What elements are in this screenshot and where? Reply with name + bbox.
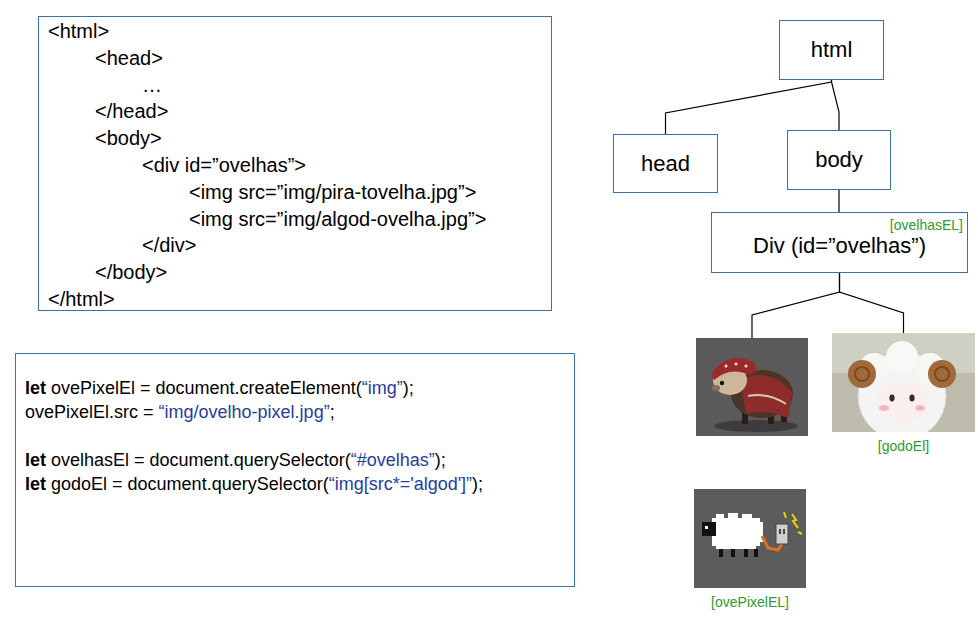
pixel-wool (728, 513, 738, 518)
code-token: “img[src*='algod']” (329, 474, 472, 494)
code-line: <img src=”img/algod-ovelha.jpg”> (189, 206, 486, 233)
element-variable-label: [ovePixelEL] (711, 594, 789, 610)
spark (784, 512, 786, 518)
cloak-trim (748, 395, 786, 404)
code-line: let ovelhasEl = document.querySelector(“… (25, 448, 446, 472)
pixel-eye (705, 526, 708, 529)
dom-tree-node: html (779, 20, 884, 80)
code-line: ovePixelEl.src = “img/ovelho-pixel.jpg”; (25, 400, 335, 424)
plush-horn (848, 360, 876, 388)
pixel-wool (742, 514, 752, 518)
code-line: </div> (142, 232, 196, 259)
code-token: godoEl = document.querySelector( (46, 474, 329, 494)
hat-dot (735, 363, 738, 366)
hat-dot (725, 365, 728, 368)
code-token: ovePixelEl.src = (25, 402, 159, 422)
pirate-hat (711, 358, 756, 380)
node-label: html (811, 37, 853, 63)
code-line: </body> (95, 259, 167, 286)
js-code-block: let ovePixelEl = document.createElement(… (15, 353, 575, 587)
node-label: head (641, 151, 690, 177)
plush-cheek (879, 405, 889, 411)
code-token: ); (435, 450, 446, 470)
html-code-block: <html><head>…</head><body><div id=”ovelh… (38, 16, 552, 311)
pixel-leg (744, 549, 748, 557)
code-line: <html> (48, 18, 109, 45)
image-node (696, 338, 808, 436)
pixel-leg (731, 549, 735, 557)
pixel-wool (716, 546, 756, 549)
image-node: [godoEl] (832, 333, 975, 432)
code-line: … (142, 72, 162, 99)
code-line: let ovePixelEl = document.createElement(… (25, 376, 414, 400)
code-token: “#ovelhas” (351, 450, 435, 470)
code-token: “img” (362, 378, 403, 398)
code-line: <body> (95, 125, 162, 152)
code-token: ovePixelEl = document.createElement( (46, 378, 362, 398)
code-line: <div id=”ovelhas”> (142, 152, 306, 179)
code-token: let (25, 450, 46, 470)
tree-branch-line (840, 273, 904, 333)
tree-branch-line (832, 80, 840, 130)
pixel-leg (719, 549, 723, 557)
red-cloak (740, 375, 792, 418)
code-token: ); (472, 474, 483, 494)
dom-tree-node: head (613, 134, 718, 193)
code-token: ); (403, 378, 414, 398)
picture-background (696, 338, 808, 436)
pixel-leg (754, 549, 758, 557)
hat-dot (745, 365, 748, 368)
horn-spiral (855, 367, 869, 381)
plush-face (876, 382, 928, 422)
spark (792, 514, 798, 528)
plush-sheep-picture (832, 333, 975, 432)
dom-tree-node: [ovelhasEL]Div (id=”ovelhas”) (711, 212, 968, 273)
code-token: let (25, 474, 46, 494)
node-label: Div (id=”ovelhas”) (753, 233, 926, 259)
sheep-eye (720, 381, 724, 385)
pixel-sheep-body (712, 518, 760, 546)
pixel-sheep-picture (694, 489, 806, 588)
plush-fluff (886, 341, 918, 373)
power-plug (776, 524, 788, 544)
picture-background (832, 333, 975, 432)
tree-branch-line (666, 80, 832, 134)
plush-cheek (915, 405, 925, 411)
dom-tree-node: body (787, 130, 891, 190)
element-variable-label: [godoEl] (878, 438, 929, 454)
plug-pin (783, 529, 785, 534)
plush-eye (889, 395, 894, 402)
element-variable-label: [ovelhasEL] (890, 217, 963, 233)
tree-branch-line (838, 190, 839, 212)
node-label: body (815, 147, 863, 173)
image-node: [ovePixelEL] (694, 489, 806, 588)
code-line: <head> (95, 45, 163, 72)
spark (798, 532, 802, 534)
code-line: </html> (48, 286, 115, 313)
code-line: <img src=”img/pira-tovelha.jpg”> (189, 179, 476, 206)
code-line: </head> (95, 98, 168, 125)
code-line: let godoEl = document.querySelector(“img… (25, 472, 483, 496)
plug-pin (779, 529, 781, 534)
code-token: “img/ovelho-pixel.jpg” (159, 402, 330, 422)
pixel-wool (716, 514, 724, 518)
plush-horn (928, 360, 956, 388)
code-token: ; (330, 402, 335, 422)
tree-branch-line (752, 273, 840, 338)
pirate-sheep-picture (696, 338, 808, 436)
plush-eye (909, 395, 914, 402)
code-token: let (25, 378, 46, 398)
pixel-sheep-head (702, 522, 716, 536)
sheep-nose (712, 385, 720, 391)
picture-background (694, 489, 806, 588)
code-token: ovelhasEl = document.querySelector( (46, 450, 351, 470)
horn-spiral (935, 367, 949, 381)
